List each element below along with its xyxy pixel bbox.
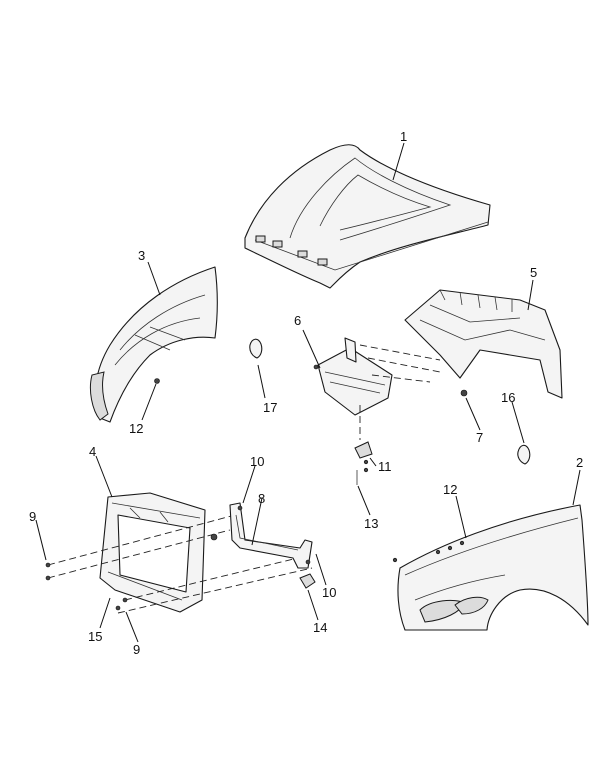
hood-part (244, 144, 491, 289)
callout-10-lower: 10 (322, 585, 336, 600)
callout-2: 2 (576, 455, 583, 470)
callout-6: 6 (294, 313, 301, 328)
callout-9-left: 9 (29, 509, 36, 524)
splash-shield-part (404, 289, 563, 399)
callout-1: 1 (400, 129, 407, 144)
callout-5: 5 (530, 265, 537, 280)
callout-7: 7 (476, 430, 483, 445)
front-liner-part (89, 266, 218, 423)
callout-13: 13 (364, 516, 378, 531)
callout-9-lower: 9 (133, 642, 140, 657)
callout-11: 11 (378, 459, 392, 474)
callout-12-upper: 12 (129, 421, 143, 436)
callout-10-upper: 10 (250, 454, 264, 469)
clip-11-part (354, 441, 373, 459)
callout-16: 16 (501, 390, 515, 405)
callout-3: 3 (138, 248, 145, 263)
grille-support-part (99, 492, 206, 613)
callout-12-lower: 12 (443, 482, 457, 497)
callout-15: 15 (88, 629, 102, 644)
callout-17: 17 (263, 400, 277, 415)
bracket-part (313, 337, 393, 416)
nut-14-part (299, 573, 316, 589)
decal-17-part (249, 338, 263, 359)
callout-8: 8 (258, 491, 265, 506)
decal-16-part (517, 444, 531, 465)
callout-4: 4 (89, 444, 96, 459)
lower-brace-part (210, 502, 313, 569)
callout-14: 14 (313, 620, 327, 635)
fender-part (392, 504, 589, 631)
